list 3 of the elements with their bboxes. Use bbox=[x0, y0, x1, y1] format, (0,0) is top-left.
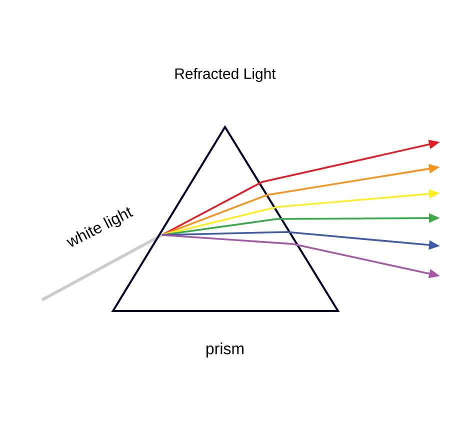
title: Refracted Light bbox=[175, 68, 276, 82]
node-label: prism bbox=[206, 342, 244, 358]
label: white light bbox=[66, 207, 134, 247]
